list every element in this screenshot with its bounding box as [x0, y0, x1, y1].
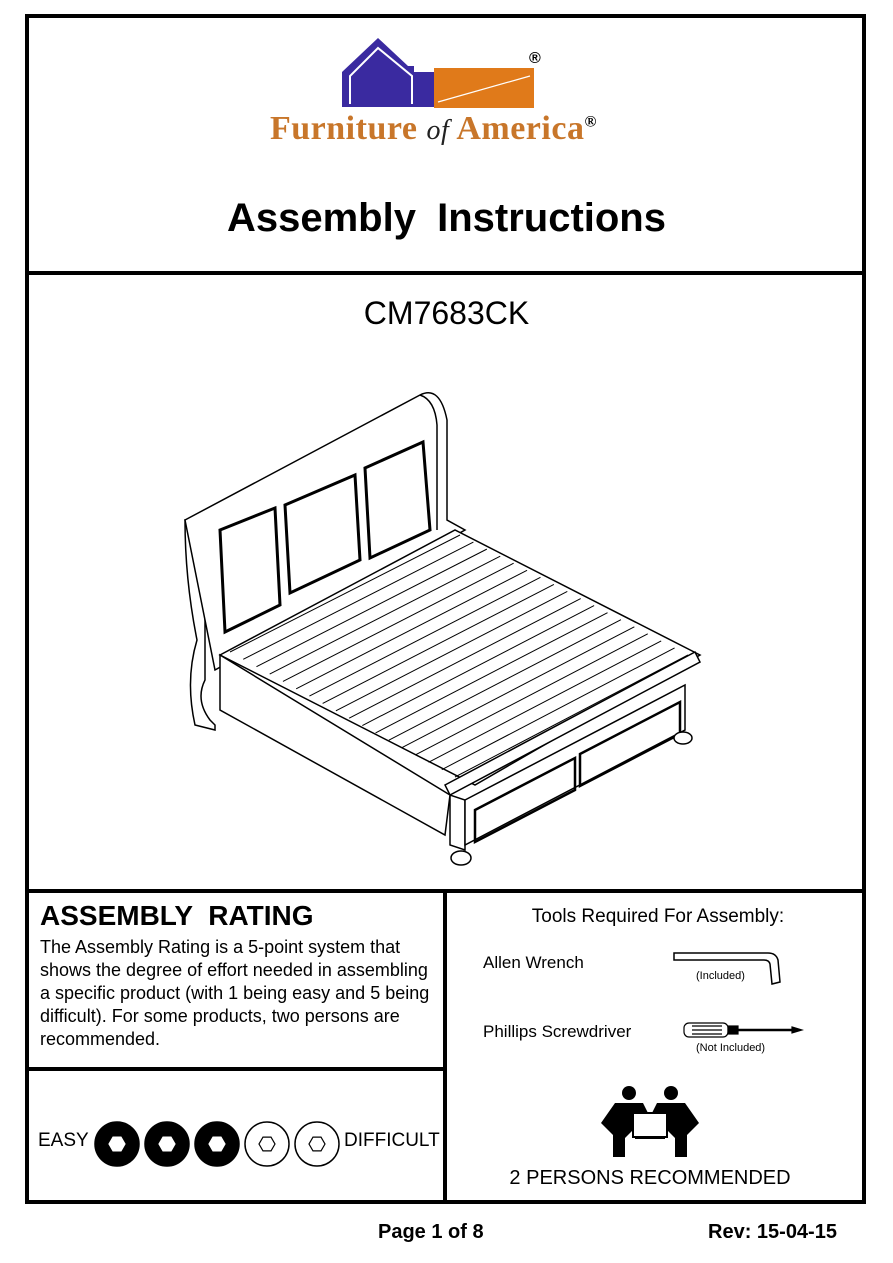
bed-slat — [243, 541, 474, 660]
bed-slat — [454, 654, 689, 778]
page-title: Assembly Instructions — [226, 196, 666, 240]
rating-dot-empty — [294, 1121, 340, 1167]
divider-vertical — [443, 889, 447, 1204]
bed-slat — [229, 534, 461, 653]
brand-name-furniture: Furniture — [270, 110, 418, 147]
bed-slat — [295, 569, 528, 690]
bed-slat — [256, 548, 488, 668]
rating-heading: ASSEMBLY RATING — [40, 900, 314, 931]
screwdriver-label: Phillips Screwdriver — [483, 1022, 632, 1041]
bed-slat — [348, 598, 581, 719]
rating-dot-empty — [244, 1121, 290, 1167]
brand-name-of: of — [426, 115, 450, 146]
bed-slat — [388, 619, 622, 741]
bed-slat — [282, 562, 514, 682]
rating-scale — [94, 1121, 340, 1167]
model-number: CM7683CK — [363, 295, 530, 331]
bed-slat — [335, 591, 568, 712]
bed-slat — [441, 647, 675, 771]
brand-registered-mark: ® — [584, 113, 597, 131]
allen-wrench-icon — [673, 952, 781, 985]
bed-slat — [269, 555, 501, 675]
tools-heading: Tools Required For Assembly: — [531, 906, 785, 927]
divider-rating — [25, 1067, 446, 1071]
bed-slat — [428, 640, 662, 763]
bed-slat — [375, 612, 608, 734]
brand-name: Furniture of America® — [270, 110, 630, 148]
persons-recommended-label: 2 PERSONS RECOMMENDED — [509, 1167, 791, 1189]
bed-slat — [362, 605, 595, 726]
two-persons-icon — [601, 1086, 699, 1157]
page-number: Page 1 of 8 — [378, 1221, 484, 1243]
registered-mark: ® — [529, 50, 541, 67]
hex-bolt-icon — [158, 1136, 176, 1152]
rating-description: The Assembly Rating is a 5-point system … — [40, 937, 430, 1049]
hex-bolt-icon — [258, 1136, 276, 1152]
screwdriver-note: (Not Included) — [696, 1042, 766, 1054]
allen-wrench-note: (Included) — [696, 970, 745, 982]
hex-bolt-icon — [108, 1136, 126, 1152]
brand-name-america: America — [456, 110, 585, 147]
hex-bolt-icon — [308, 1136, 326, 1152]
bed-slat — [415, 633, 648, 756]
bed-illustration — [184, 392, 702, 866]
scale-difficult-label: DIFFICULT — [344, 1130, 440, 1151]
scale-easy-label: EASY — [38, 1130, 89, 1151]
hex-bolt-icon — [208, 1136, 226, 1152]
allen-wrench-label: Allen Wrench — [483, 953, 584, 972]
screwdriver-icon — [683, 1022, 804, 1038]
brand-logo — [342, 38, 534, 108]
bed-slat — [401, 626, 635, 749]
revision-date: Rev: 15-04-15 — [708, 1221, 837, 1243]
bed-slat — [322, 583, 555, 704]
divider-header — [25, 271, 866, 275]
bed-slat — [309, 576, 541, 697]
